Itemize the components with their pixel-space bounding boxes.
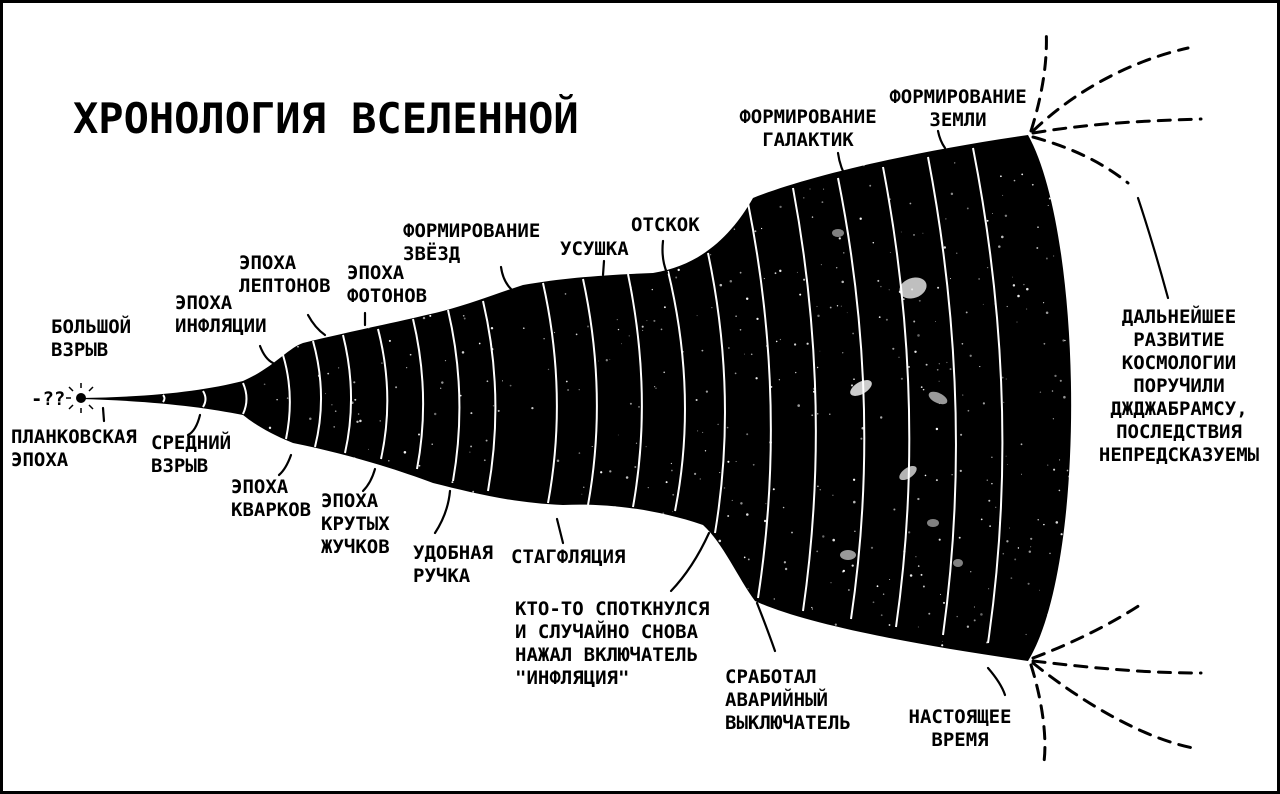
label-line: УСУШКА bbox=[560, 238, 629, 260]
label-line: ФОРМИРОВАНИЕ bbox=[403, 220, 540, 242]
label-line: ЖУЧКОВ bbox=[321, 536, 390, 558]
label-line: ИНФЛЯЦИИ bbox=[175, 315, 267, 337]
label-line: ГАЛАКТИК bbox=[762, 129, 854, 151]
label-stagflation: СТАГФЛЯЦИЯ bbox=[511, 546, 625, 568]
label-line: КВАРКОВ bbox=[231, 499, 311, 521]
label-line: ЭПОХА bbox=[231, 476, 289, 498]
label-line: И СЛУЧАЙНО СНОВА bbox=[515, 620, 699, 643]
label-shrinkage: УСУШКА bbox=[560, 238, 629, 260]
label-line: ЗЕМЛИ bbox=[929, 109, 986, 131]
label-line: НАЖАЛ ВКЛЮЧАТЕЛЬ bbox=[515, 644, 698, 666]
label-line: СРАБОТАЛ bbox=[725, 666, 817, 688]
label-line: БОЛЬШОЙ bbox=[51, 315, 131, 338]
label-line: ПОСЛЕДСТВИЯ bbox=[1116, 421, 1242, 443]
label-line: ПЛАНКОВСКАЯ bbox=[11, 426, 137, 448]
label-line: ФОРМИРОВАНИЕ bbox=[889, 86, 1026, 108]
label-line: ЛЕПТОНОВ bbox=[239, 275, 331, 297]
label-line: ЭПОХА bbox=[175, 292, 233, 314]
question-marks-label: -?? bbox=[31, 388, 65, 410]
label-line: ЗВЁЗД bbox=[403, 241, 461, 265]
label-line: НАСТОЯЩЕЕ bbox=[909, 706, 1012, 728]
label-line: ПОРУЧИЛИ bbox=[1133, 375, 1225, 397]
label-line: НЕПРЕДСКАЗУЕМЫ bbox=[1099, 444, 1260, 466]
label-line: СТАГФЛЯЦИЯ bbox=[511, 546, 625, 568]
label-line: АВАРИЙНЫЙ bbox=[725, 688, 828, 711]
label-line: ЭПОХА bbox=[347, 262, 405, 284]
label-line: РАЗВИТИЕ bbox=[1133, 329, 1225, 351]
label-line: ДЖДЖАБРАМСУ, bbox=[1110, 398, 1247, 420]
galaxy-glows bbox=[832, 229, 963, 567]
label-line: ФОРМИРОВАНИЕ bbox=[739, 106, 876, 128]
label-line: УДОБНАЯ bbox=[413, 542, 493, 564]
label-line: "ИНФЛЯЦИЯ" bbox=[515, 667, 629, 689]
label-line: ЭПОХА bbox=[239, 252, 297, 274]
label-line: ВЫКЛЮЧАТЕЛЬ bbox=[725, 712, 851, 734]
label-line: КОСМОЛОГИИ bbox=[1122, 352, 1236, 374]
label-line: ОТСКОК bbox=[631, 214, 700, 236]
big-bang-spark-icon bbox=[66, 383, 94, 413]
universe-funnel-shape bbox=[81, 135, 1072, 661]
label-line: ФОТОНОВ bbox=[347, 285, 427, 307]
expansion-rings bbox=[162, 147, 1004, 644]
label-line: РУЧКА bbox=[413, 565, 471, 587]
label-line: ВЗРЫВ bbox=[151, 455, 208, 477]
future-dashed-lines bbox=[1029, 26, 1203, 770]
label-bounce: ОТСКОК bbox=[631, 214, 700, 236]
label-line: ВЗРЫВ bbox=[51, 339, 108, 361]
label-line: СРЕДНИЙ bbox=[151, 431, 231, 454]
leader-lines bbox=[101, 129, 1170, 697]
label-line: КРУТЫХ bbox=[321, 513, 390, 535]
label-line: ЭПОХА bbox=[321, 490, 379, 512]
label-line: КТО-ТО СПОТКНУЛСЯ bbox=[515, 598, 709, 620]
label-line: ВРЕМЯ bbox=[931, 729, 988, 751]
label-line: ДАЛЬНЕЙШЕЕ bbox=[1122, 305, 1236, 328]
label-line: ЭПОХА bbox=[11, 449, 69, 471]
page-title: ХРОНОЛОГИЯ ВСЕЛЕННОЙ bbox=[73, 93, 579, 143]
